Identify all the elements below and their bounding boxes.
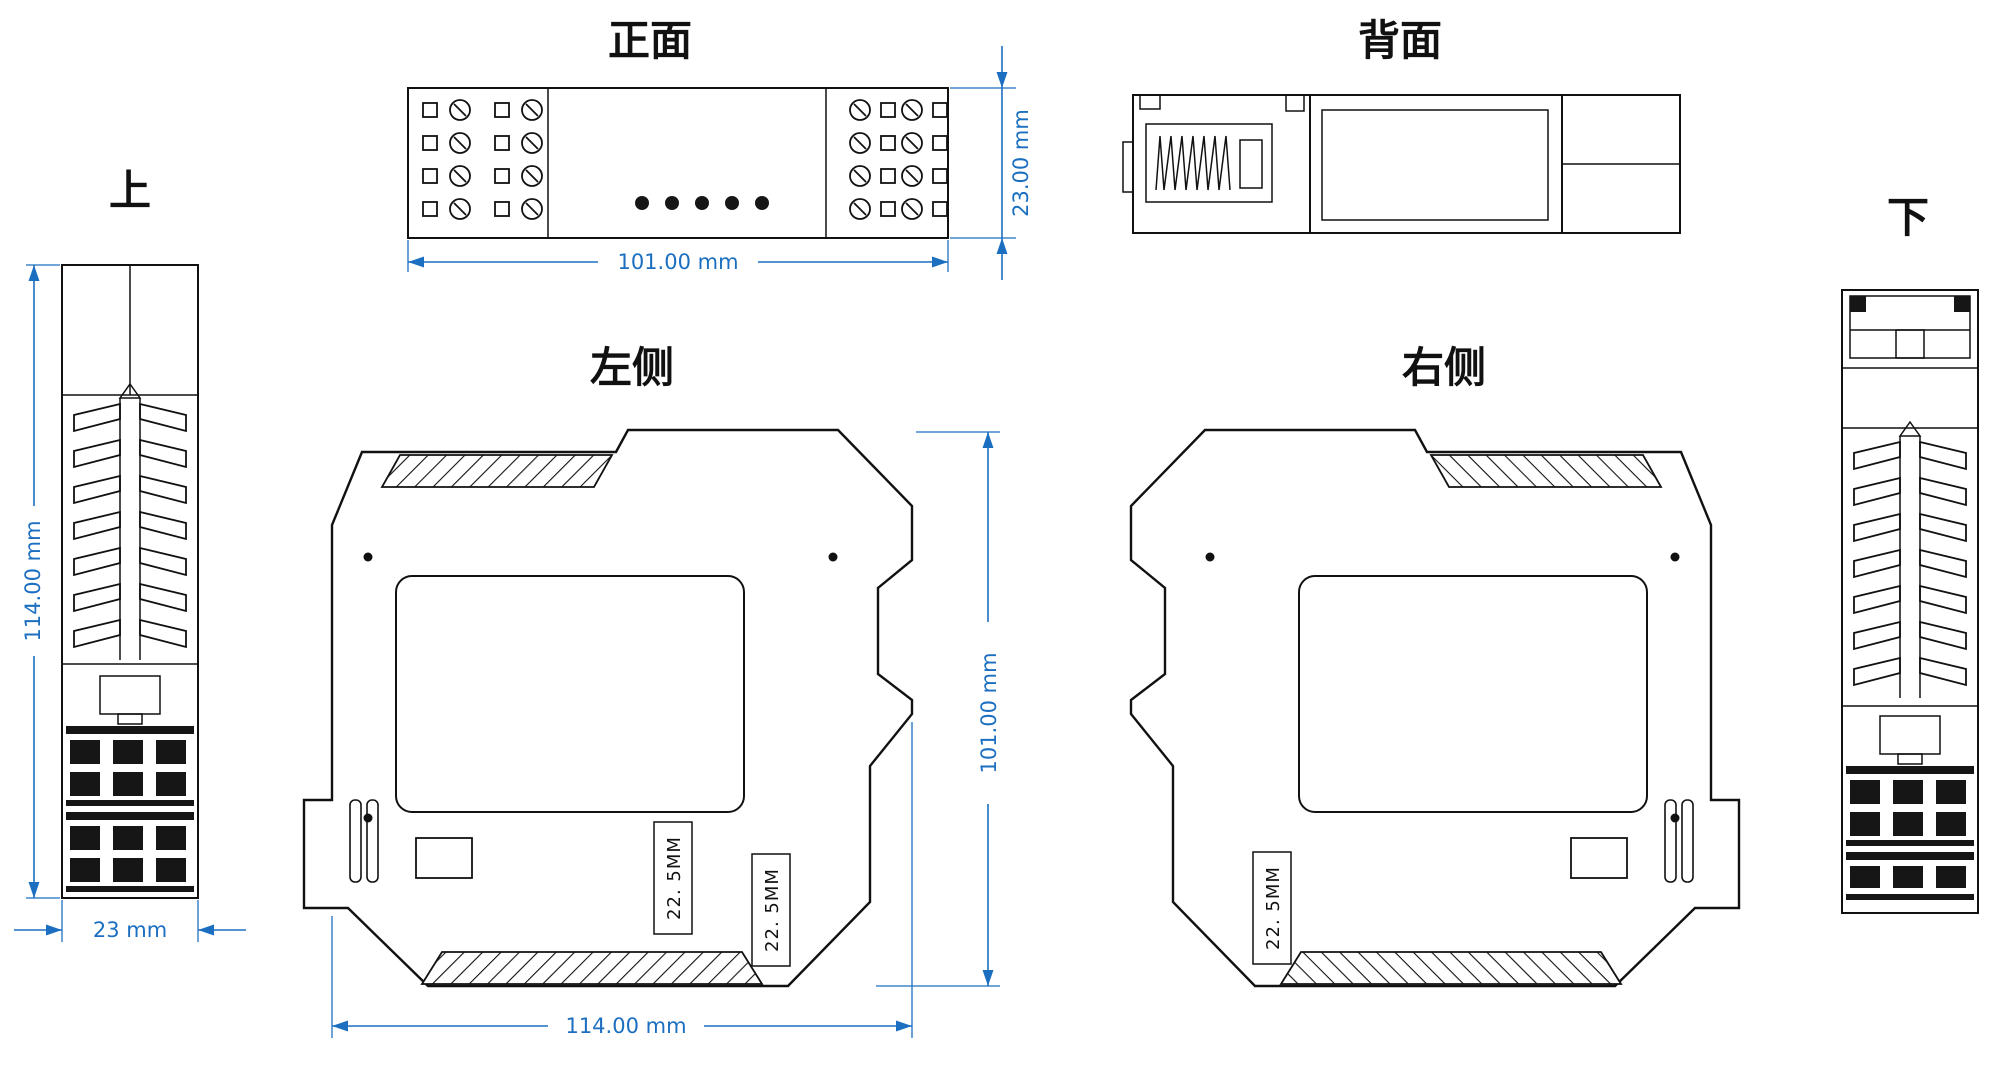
right-view-title: 右侧 (1402, 343, 1486, 392)
left-rail-width-label-b: 22. 5MM (762, 868, 783, 952)
top-terminal-blocks (66, 726, 194, 892)
front-led-indicators (635, 196, 769, 210)
front-view (407, 87, 949, 239)
left-height-label: 101.00 mm (977, 652, 1001, 773)
top-heatsink-fins (73, 382, 187, 660)
bottom-clip-detail (1849, 295, 1971, 359)
bottom-view (1841, 289, 1979, 914)
front-width-dimension: 101.00 mm (407, 240, 949, 274)
right-side-view: 22. 5MM (1129, 428, 1741, 988)
bottom-heatsink-fins (1853, 420, 1967, 698)
left-rail-width-label-a: 22. 5MM (664, 836, 685, 920)
left-view-title: 左侧 (590, 343, 674, 392)
top-height-label: 114.00 mm (21, 520, 45, 641)
front-view-title: 正面 (608, 16, 692, 65)
back-view-title: 背面 (1358, 16, 1442, 65)
bottom-body-outline (1841, 289, 1979, 914)
left-side-profile (302, 428, 914, 988)
top-width-label: 23 mm (93, 918, 167, 942)
left-height-dimension: 101.00 mm (876, 431, 1001, 987)
bottom-view-title: 下 (1887, 193, 1929, 242)
front-right-terminal-block (849, 99, 948, 220)
right-side-profile (1129, 428, 1741, 988)
top-width-dimension: 23 mm (14, 900, 246, 942)
top-view-title: 上 (109, 166, 151, 215)
front-height-label: 23.00 mm (1009, 109, 1033, 217)
front-body-outline (407, 87, 949, 239)
right-rail-width-label: 22. 5MM (1263, 866, 1284, 950)
top-height-dimension: 114.00 mm (21, 264, 60, 899)
front-left-terminal-block (422, 99, 543, 220)
left-side-view: 22. 5MM 22. 5MM (302, 428, 914, 988)
top-view (61, 264, 199, 899)
front-height-dimension: 23.00 mm (950, 46, 1033, 280)
left-width-label: 114.00 mm (565, 1014, 686, 1038)
bottom-terminal-blocks (1846, 766, 1974, 900)
back-view (1122, 94, 1681, 234)
front-width-label: 101.00 mm (617, 250, 738, 274)
din-clip-detail (1145, 123, 1273, 203)
left-width-dimension: 114.00 mm (331, 722, 913, 1038)
clip-spring (1155, 135, 1231, 191)
